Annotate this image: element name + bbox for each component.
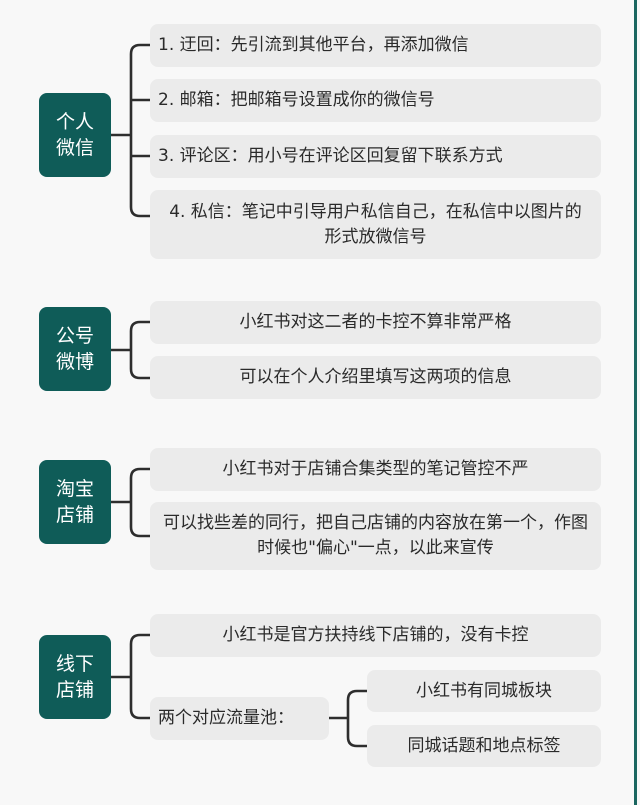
root-label-line2: 店铺 (55, 504, 94, 526)
node-traffic-pools: 两个对应流量池： (150, 697, 329, 740)
root-node-official-weibo: 公号微博 (39, 307, 111, 391)
node-official-support: 小红书是官方扶持线下店铺的，没有卡控 (150, 614, 601, 657)
node-bio-info: 可以在个人介绍里填写这两项的信息 (150, 356, 601, 399)
root-label-line2: 微信 (55, 137, 94, 159)
right-edge-border (634, 0, 637, 805)
root-node-offline-store: 线下店铺 (39, 635, 111, 719)
node-store-collection: 小红书对于店铺合集类型的笔记管控不严 (150, 448, 601, 491)
root-label-line1: 个人 (55, 111, 94, 133)
root-label-line1: 淘宝 (55, 478, 94, 500)
root-node-taobao-store: 淘宝店铺 (39, 460, 111, 544)
node-local-tags: 同城话题和地点标签 (367, 725, 601, 767)
node-comments: 3. 评论区：用小号在评论区回复留下联系方式 (150, 135, 601, 178)
node-local-section: 小红书有同城板块 (367, 670, 601, 712)
node-competitor-tactic: 可以找些差的同行，把自己店铺的内容放在第一个，作图时候也"偏心"一点，以此来宣传 (150, 502, 601, 570)
node-control-not-strict: 小红书对这二者的卡控不算非常严格 (150, 301, 601, 344)
root-label-line2: 微博 (55, 351, 94, 373)
connector-s3 (109, 467, 152, 538)
node-detour: 1. 迂回：先引流到其他平台，再添加微信 (150, 24, 601, 67)
root-label-line1: 公号 (55, 325, 94, 347)
connector-s2 (109, 320, 152, 380)
root-label-line1: 线下 (55, 653, 94, 675)
connector-s4 (109, 633, 152, 720)
root-node-personal-wechat: 个人微信 (39, 93, 111, 177)
node-private-message: 4. 私信：笔记中引导用户私信自己，在私信中以图片的形式放微信号 (150, 190, 601, 259)
connector-s4-nested (327, 689, 369, 748)
root-label-line2: 店铺 (55, 679, 94, 701)
node-email: 2. 邮箱：把邮箱号设置成你的微信号 (150, 79, 601, 122)
connector-s1 (109, 43, 152, 218)
